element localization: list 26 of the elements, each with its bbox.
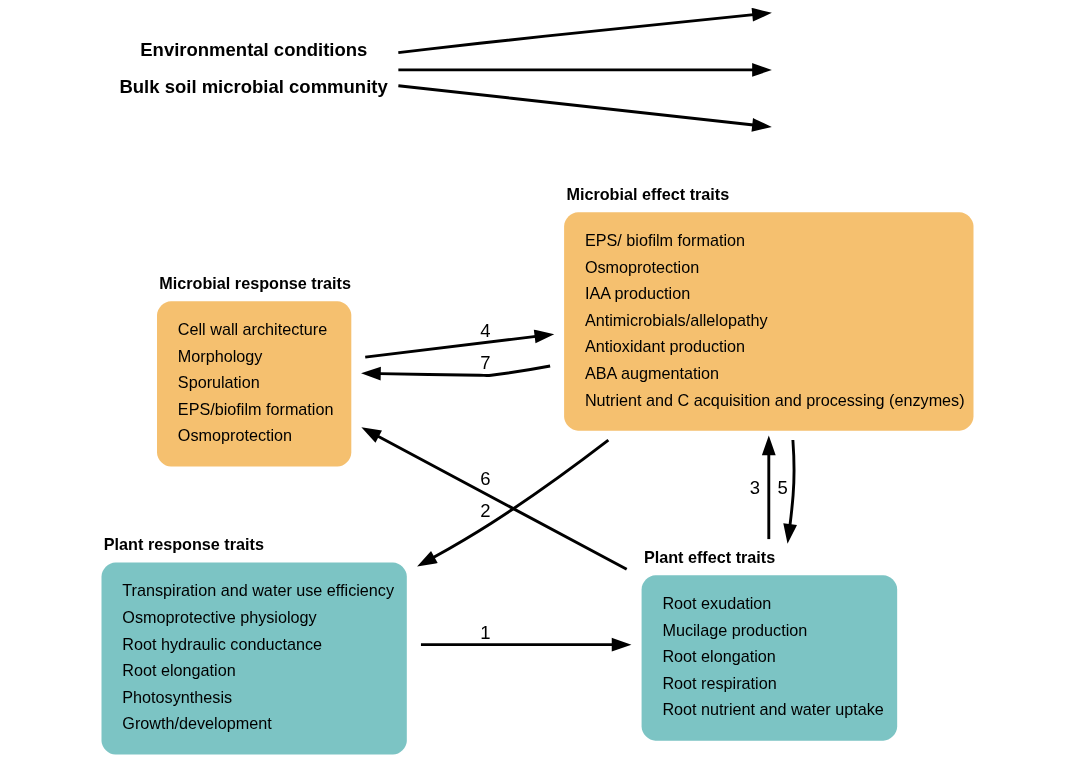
arrow (420, 637, 631, 652)
arrow (416, 439, 609, 567)
arrow (360, 427, 627, 571)
node-box: Cell wall architecture Morphology Sporulation EPS/biofilm formation Osmoprotection (156, 301, 351, 467)
node-label: Microbial effect traits (565, 184, 729, 203)
arrow (397, 63, 772, 77)
node-label: Plant effect traits (643, 547, 775, 566)
node-label: Plant response traits (103, 535, 264, 554)
edge-label: 5 (777, 477, 788, 499)
node-box: Root exudation Mucilage production Root elongation Root respiration Root nutrient and water uptake (641, 575, 897, 741)
arrow (761, 435, 776, 540)
arrow (397, 8, 772, 55)
node-box: EPS/ biofilm formation Osmoprotection IAA production Antimicrobials/allelopathy Antioxidant production ABA augmentation Nutrient and C acquisition and processing (enzymes) (563, 212, 973, 431)
edge-label: 3 (749, 477, 760, 499)
edge-label: 6 (479, 467, 491, 489)
edge-label: 4 (479, 319, 491, 341)
node-text: Environmental conditions Bulk soil microbial community (118, 38, 388, 97)
arrow (364, 329, 554, 359)
edge-label: 7 (479, 352, 491, 374)
node-box: Transpiration and water use efficiency Osmoprotective physiology Root hydraulic conductance Root elongation Photosynthesis Growth/development (101, 562, 407, 755)
edge-label: 1 (479, 621, 491, 643)
arrow (360, 364, 550, 381)
edge-label: 2 (479, 500, 491, 522)
arrow (397, 84, 772, 132)
node-label: Microbial response traits (158, 273, 351, 292)
arrow (782, 439, 797, 544)
